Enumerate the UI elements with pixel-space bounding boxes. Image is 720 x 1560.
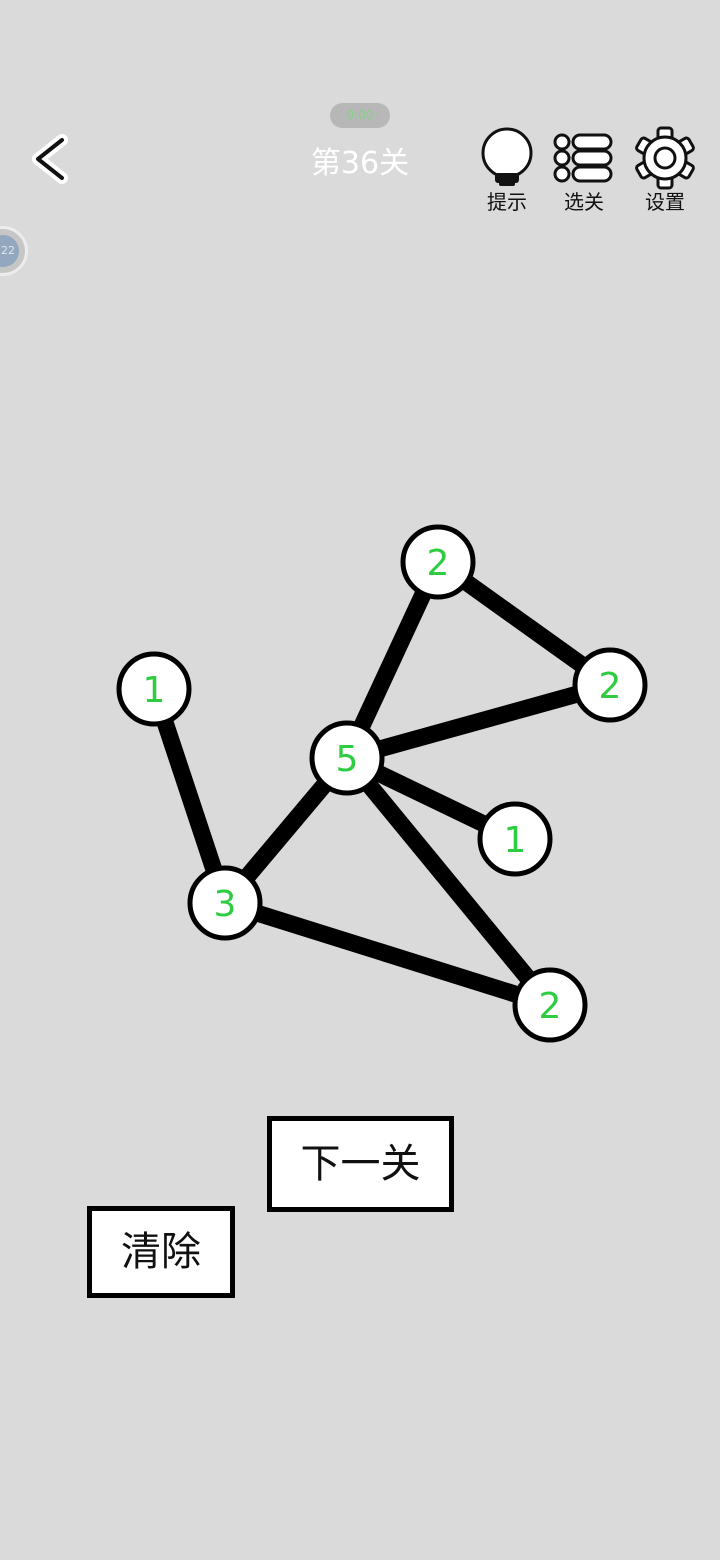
node-circle bbox=[477, 801, 553, 877]
node-a[interactable]: 2 bbox=[400, 524, 476, 600]
back-button[interactable] bbox=[22, 128, 82, 188]
node-g[interactable]: 2 bbox=[512, 967, 588, 1043]
clear-button[interactable]: 清除 bbox=[87, 1206, 235, 1298]
settings-button[interactable]: 设置 bbox=[625, 126, 705, 216]
lightbulb-icon bbox=[481, 127, 533, 186]
edge-f-g bbox=[222, 894, 553, 1014]
side-badge-value: 22 bbox=[0, 235, 19, 267]
node-circle bbox=[187, 865, 263, 941]
level-title: 第36关 bbox=[310, 146, 410, 181]
node-d[interactable]: 5 bbox=[309, 720, 385, 796]
node-e[interactable]: 1 bbox=[477, 801, 553, 877]
node-f[interactable]: 3 bbox=[187, 865, 263, 941]
level-list-icon bbox=[553, 133, 613, 183]
edge-b-d bbox=[344, 676, 613, 767]
node-circle bbox=[116, 651, 192, 727]
node-label: 1 bbox=[143, 670, 166, 711]
chevron-left-icon bbox=[32, 134, 68, 184]
hint-button[interactable]: 提示 bbox=[467, 126, 547, 216]
node-label: 2 bbox=[427, 543, 450, 584]
node-label: 5 bbox=[336, 739, 359, 780]
edge-c-f bbox=[145, 686, 234, 906]
node-c[interactable]: 1 bbox=[116, 651, 192, 727]
select-level-button[interactable]: 选关 bbox=[544, 126, 624, 216]
next-level-button[interactable]: 下一关 bbox=[267, 1116, 454, 1212]
node-label: 1 bbox=[504, 820, 527, 861]
node-circle bbox=[309, 720, 385, 796]
select-level-label: 选关 bbox=[564, 190, 604, 214]
node-label: 2 bbox=[599, 666, 622, 707]
node-label: 3 bbox=[214, 884, 237, 925]
settings-label: 设置 bbox=[645, 190, 685, 214]
node-label: 2 bbox=[539, 986, 562, 1027]
hint-label: 提示 bbox=[487, 190, 527, 214]
edge-d-g bbox=[340, 752, 557, 1011]
gear-icon bbox=[635, 126, 695, 190]
node-circle bbox=[572, 647, 648, 723]
node-circle bbox=[400, 524, 476, 600]
node-b[interactable]: 2 bbox=[572, 647, 648, 723]
node-circle bbox=[512, 967, 588, 1043]
timer-badge: 0:00 bbox=[330, 103, 390, 128]
